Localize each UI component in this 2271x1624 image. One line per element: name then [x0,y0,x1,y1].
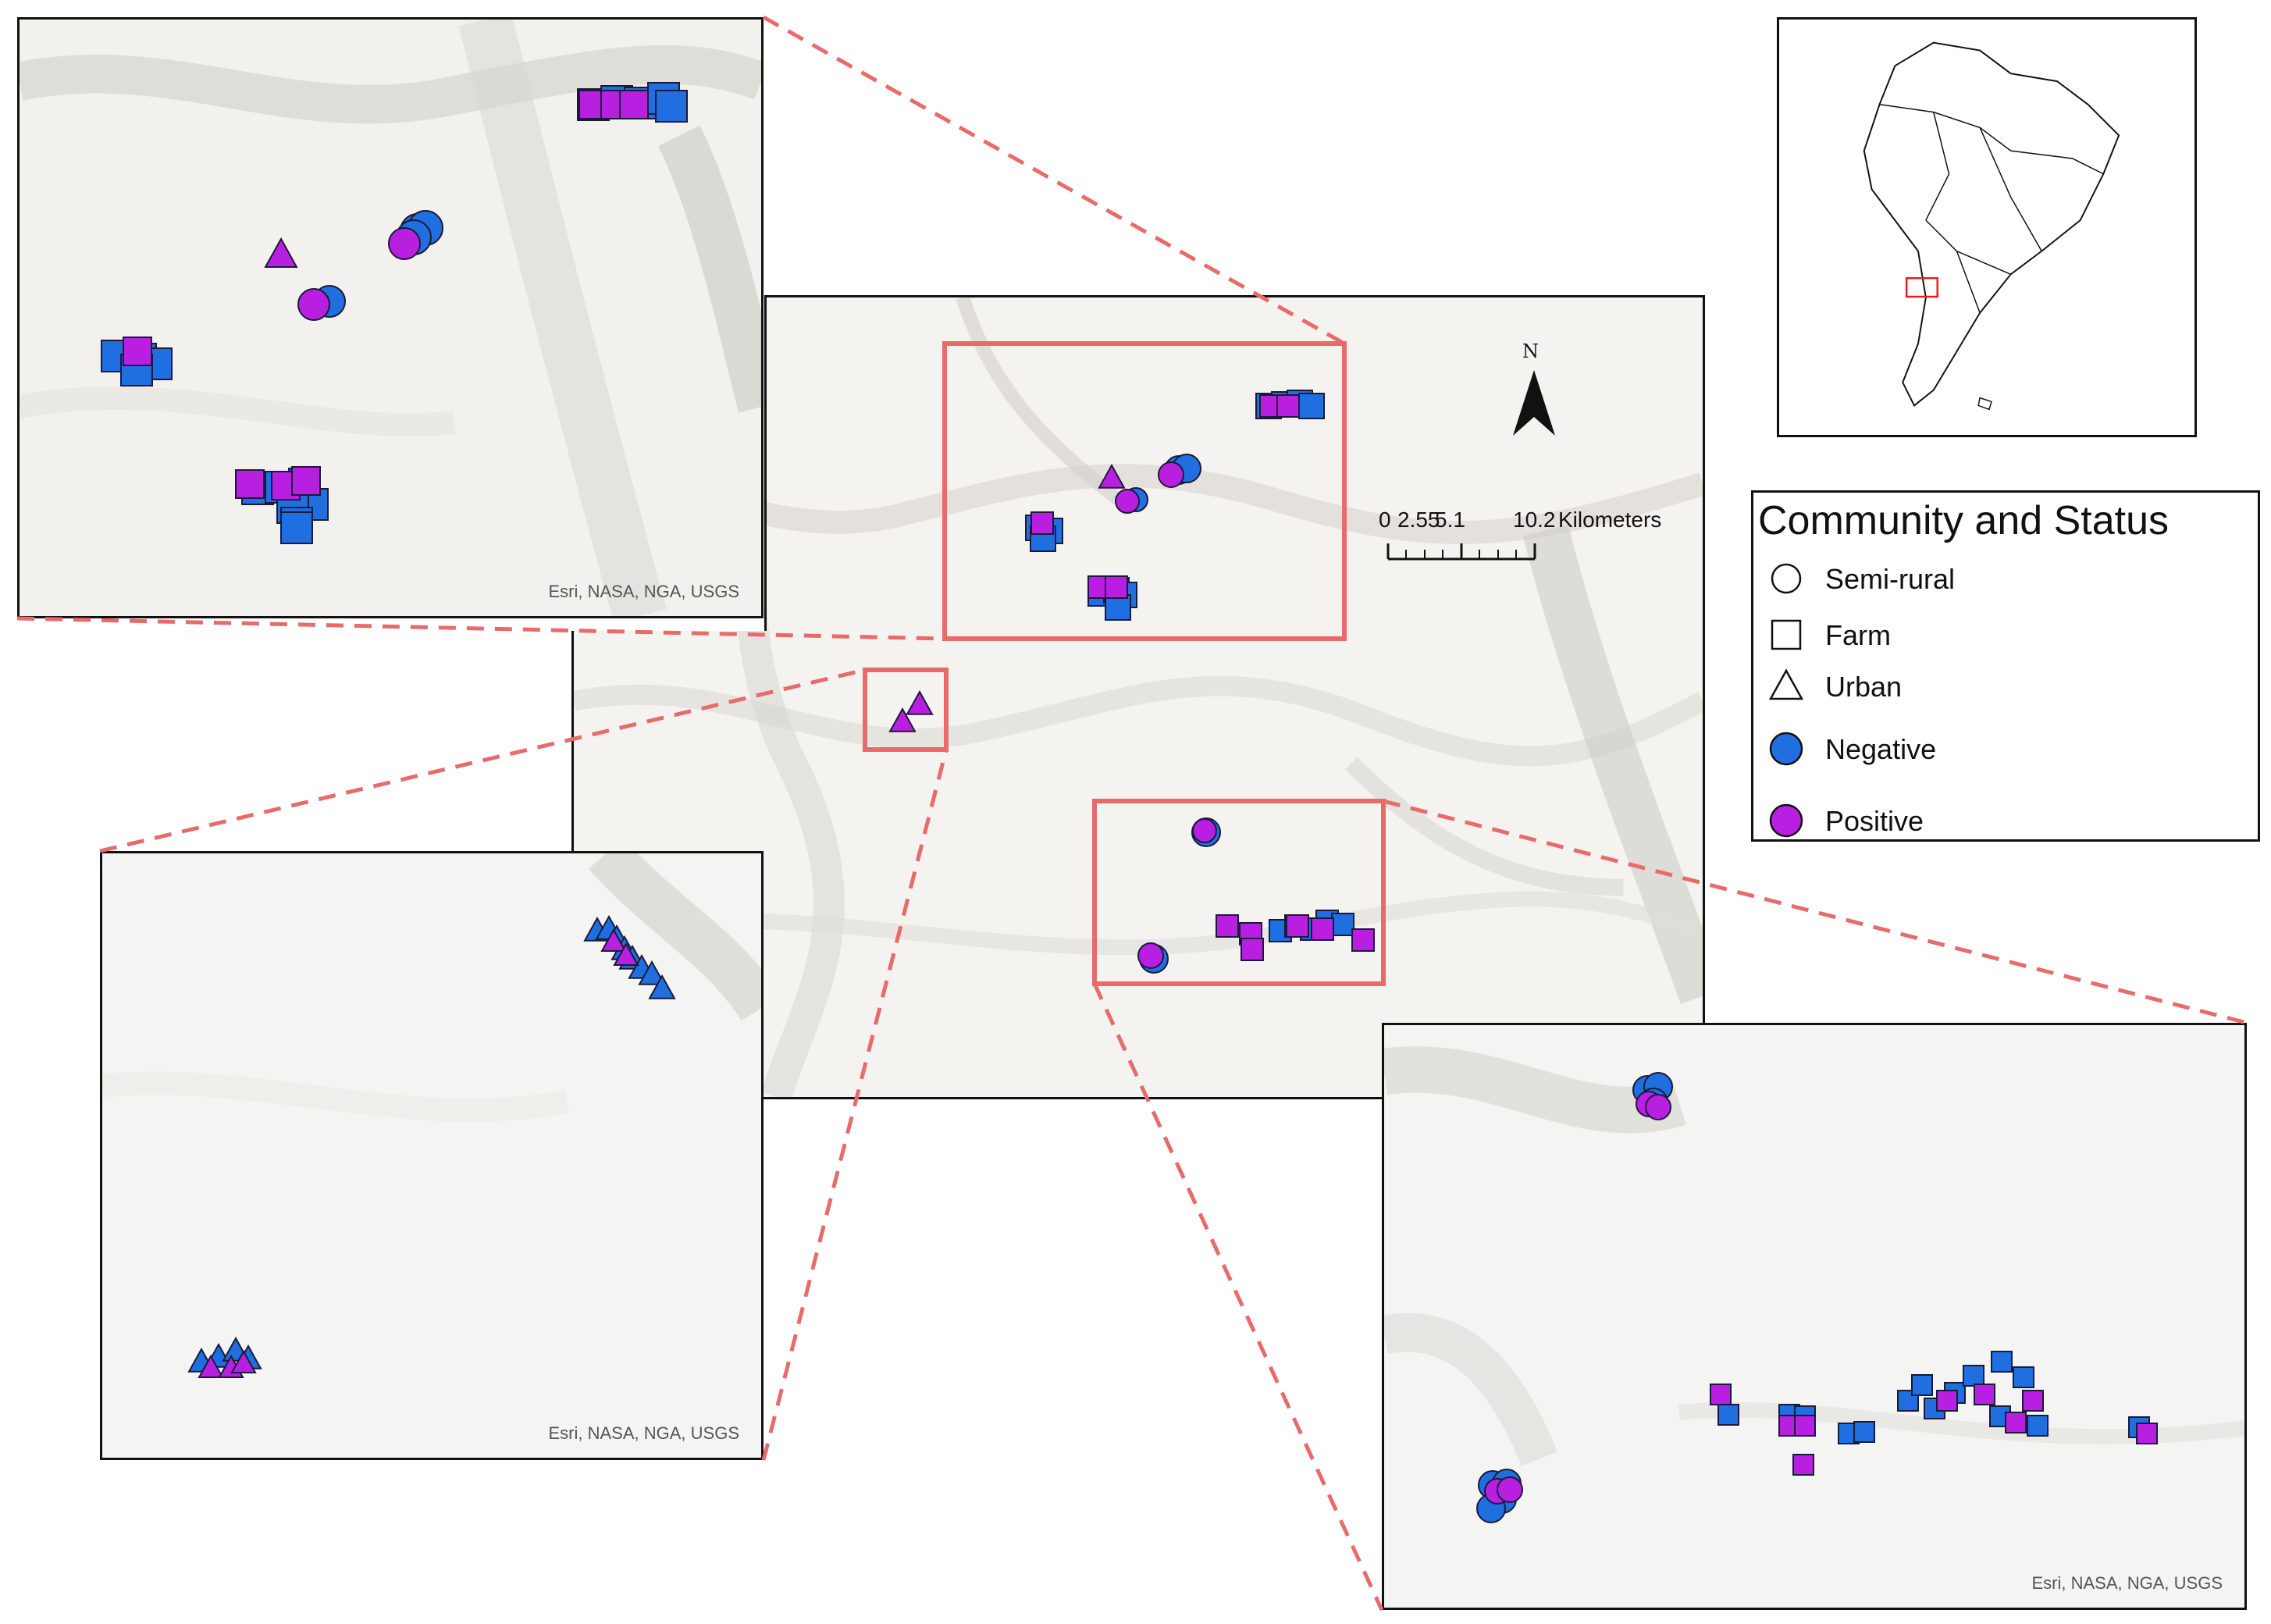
legend-item-farm: Farm [1763,611,2231,658]
scale-bar: 0 2.55 5.1 10.2 Kilometers [1379,508,1693,570]
south-america-outline [1863,41,2120,411]
north-arrow-icon [1513,370,1555,436]
legend-label-farm: Farm [1825,619,1891,651]
negative-circle-icon [1769,732,1803,766]
circle-outline-icon [1771,563,1802,594]
locator-map-south-america[interactable] [1777,17,2197,437]
legend: Community and Status Semi-rural Farm Urb… [1751,490,2260,842]
attribution-bottom-right: Esri, NASA, NGA, USGS [2031,1573,2223,1593]
legend-item-positive: Positive [1763,797,2231,844]
inset-bottom-right[interactable]: Esri, NASA, NGA, USGS [1382,1023,2247,1610]
north-arrow-label: N [1522,340,1539,362]
legend-title: Community and Status [1758,498,2170,543]
scale-unit: Kilometers [1558,508,1662,532]
legend-label-positive: Positive [1825,805,1924,837]
scale-tick-1: 2.55 [1397,508,1440,532]
inset-bottom-right-terrain [1384,1025,2244,1608]
legend-label-urban: Urban [1825,671,1903,703]
legend-label-semi-rural: Semi-rural [1825,563,1956,595]
main-map-cutout-border [764,295,767,631]
legend-item-urban: Urban [1763,663,2231,710]
legend-item-negative: Negative [1763,725,2231,772]
inset-bottom-left-terrain [102,853,761,1458]
scale-bar-ruler [1386,543,1536,561]
scale-tick-2: 5.1 [1435,508,1465,532]
triangle-outline-icon [1768,668,1804,700]
north-arrow: N [1507,340,1561,442]
legend-label-negative: Negative [1825,733,1937,765]
locator-box [1905,277,1938,298]
legend-item-semi-rural: Semi-rural [1763,555,2231,602]
attribution-bottom-left: Esri, NASA, NGA, USGS [548,1423,740,1443]
inset-top-left-terrain [20,20,761,616]
scale-tick-3: 10.2 [1513,508,1556,532]
inset-top-left[interactable]: Esri, NASA, NGA, USGS [17,17,764,618]
scale-tick-0: 0 [1379,508,1391,532]
positive-circle-icon [1769,803,1803,838]
attribution-top-left: Esri, NASA, NGA, USGS [548,582,740,601]
square-outline-icon [1771,619,1802,650]
inset-bottom-left[interactable]: Esri, NASA, NGA, USGS [100,851,764,1460]
